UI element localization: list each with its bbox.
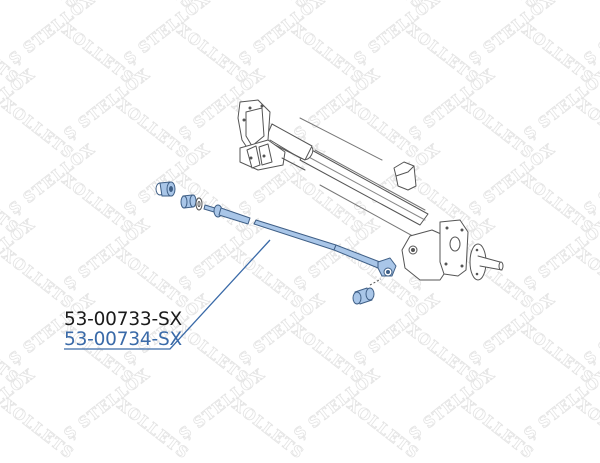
bushing-outer-left [155, 181, 176, 197]
assembly-arrow [369, 278, 382, 286]
threaded-rod-end [203, 204, 251, 225]
watermark-text: XOLLETS [228, 395, 308, 463]
part-number-primary[interactable]: 53-00733-SX [64, 309, 182, 330]
watermark-text: XOLLETS [573, 395, 600, 463]
mount-bracket-small [393, 161, 417, 191]
leader-line [64, 239, 271, 350]
hub-flange-right [469, 243, 504, 281]
part-number-secondary[interactable]: 53-00734-SX [64, 329, 182, 350]
axle-housing-right [401, 219, 469, 281]
part-number-labels: 53-00733-SX 53-00734-SX [64, 310, 182, 350]
watermark-text: XOLLETS [113, 395, 193, 463]
bushing-inner-left [180, 194, 197, 209]
watermark-text: XOLLETS [343, 395, 423, 463]
bushing-right [352, 287, 375, 305]
axle-bracket-left [237, 99, 306, 171]
rod-end-eye-right [377, 257, 397, 277]
washer [195, 197, 203, 211]
watermark-text: XOLLETS [0, 395, 78, 463]
diagram-drawing [64, 99, 504, 350]
watermark-text: XOLLETS [458, 395, 538, 463]
panhard-rod [253, 219, 381, 269]
